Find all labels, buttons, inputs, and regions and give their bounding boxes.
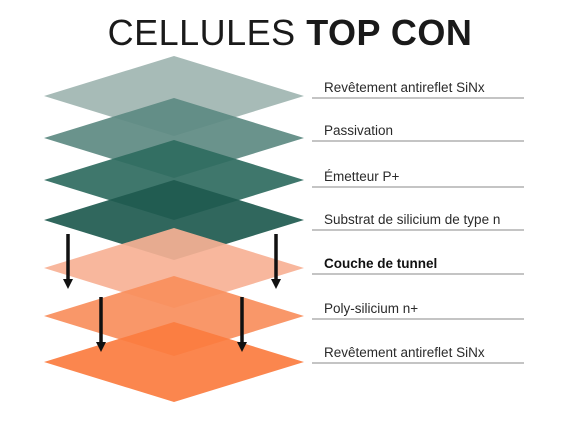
layer-labels: Revêtement antireflet SiNxPassivationÉme…	[312, 80, 524, 364]
layer-shape-6	[44, 276, 304, 356]
layer-shape-4	[44, 180, 304, 260]
layer-label-4: Substrat de silicium de type n	[324, 212, 500, 227]
layer-label-2: Passivation	[324, 123, 393, 138]
title-light: CELLULES	[107, 12, 307, 53]
layer-shape-5	[44, 228, 304, 308]
layer-shapes	[44, 56, 304, 402]
layer-label-3: Émetteur P+	[324, 169, 400, 184]
arrows	[63, 234, 281, 352]
layer-label-5: Couche de tunnel	[324, 256, 437, 271]
layer-label-1: Revêtement antireflet SiNx	[324, 80, 485, 95]
layer-label-7: Revêtement antireflet SiNx	[324, 345, 485, 360]
layer-shape-1	[44, 56, 304, 136]
layer-shape-7	[44, 322, 304, 402]
layer-shape-2	[44, 98, 304, 178]
title-bold: TOP CON	[306, 12, 473, 53]
layer-label-6: Poly-silicium n+	[324, 301, 418, 316]
page-title: CELLULES TOP CON	[0, 12, 580, 54]
